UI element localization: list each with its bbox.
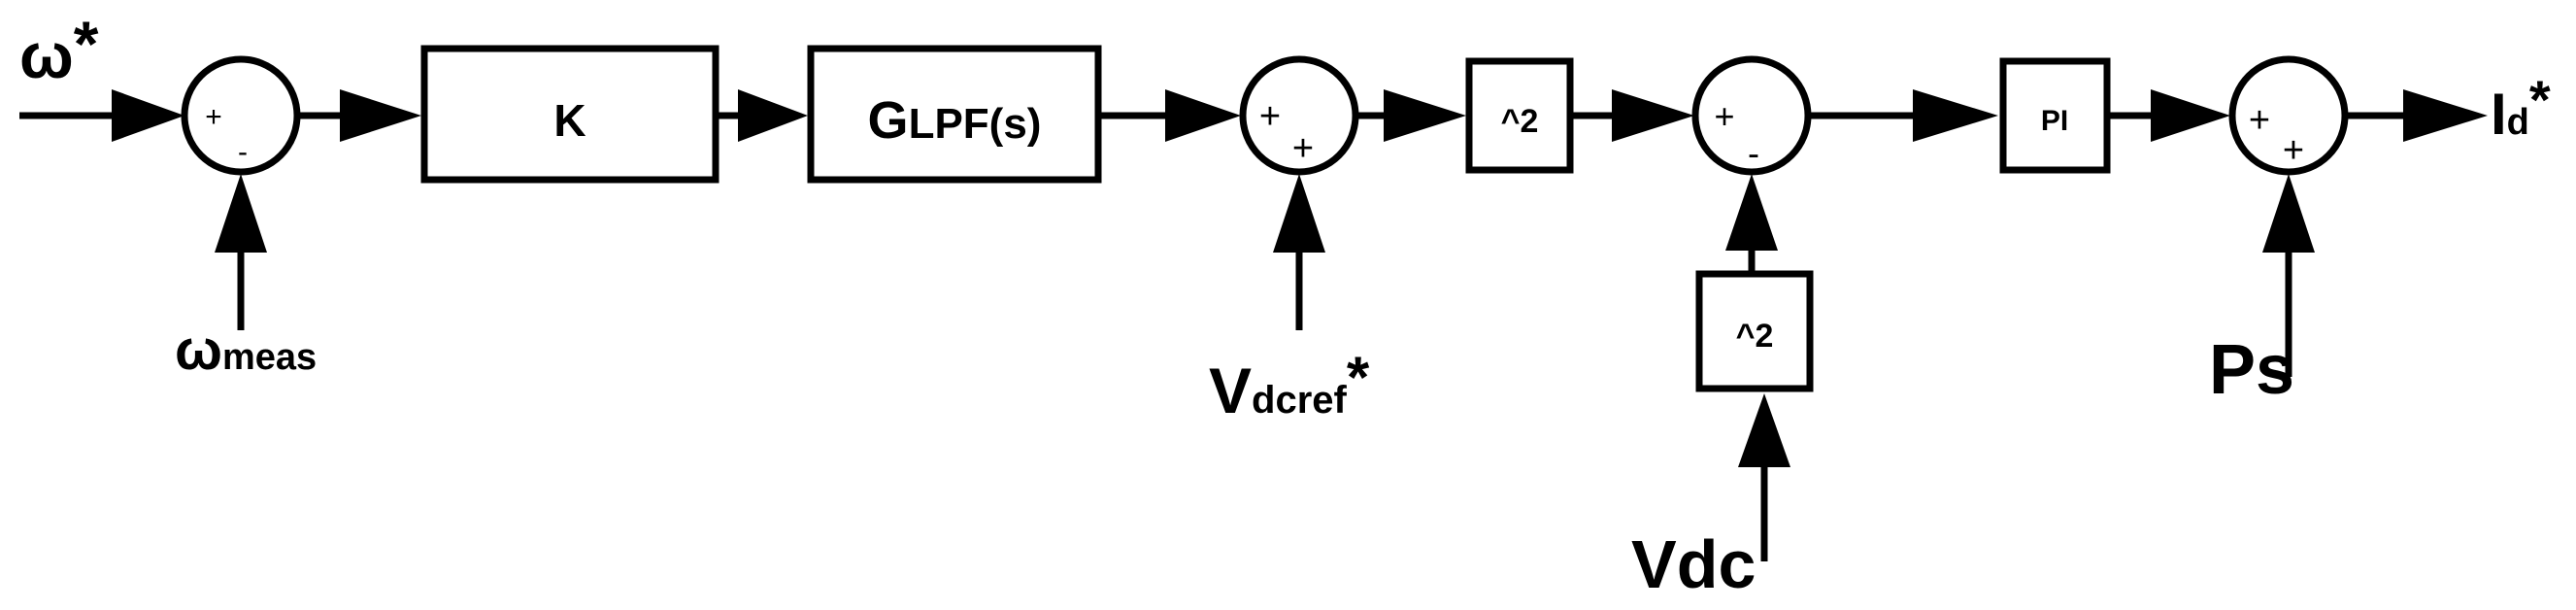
sum1-top-sign: +	[205, 101, 222, 133]
omega-ref-symbol: ω	[19, 19, 74, 91]
arrow-sum3-to-pi	[1913, 89, 1998, 142]
sum4-top-sign: +	[2249, 100, 2270, 141]
vdcref-star: *	[1347, 345, 1370, 410]
square-block-2: ^2	[1695, 270, 1814, 392]
square-block-1-label: ^2	[1501, 103, 1539, 140]
vdcref-subscript: dcref	[1252, 379, 1347, 422]
vdcref-label: Vdcref*	[1209, 345, 1370, 426]
arrow-pi-to-sum4	[2151, 89, 2230, 142]
arrow-omega-meas-to-sum1	[215, 174, 267, 253]
lpf-block: GLPF(s)	[807, 45, 1102, 184]
vdcref-symbol: V	[1209, 355, 1252, 426]
summing-junction-2: + +	[1239, 55, 1359, 176]
gain-block-label: K	[553, 95, 585, 146]
summing-junction-3: + -	[1691, 55, 1812, 176]
omega-meas-label: ωmeas	[175, 319, 317, 382]
sum3-top-sign: +	[1714, 96, 1734, 136]
omega-meas-subscript: meas	[222, 337, 317, 378]
output-id-label: Id*	[2491, 69, 2551, 147]
omega-ref-star: *	[74, 8, 99, 80]
arrow-input-to-sum1	[112, 89, 184, 142]
arrow-vdcref-to-sum2	[1273, 174, 1325, 253]
vdc-label: Vdc	[1631, 526, 1756, 602]
ps-label: Ps	[2209, 331, 2294, 409]
arrow-square1-to-sum3	[1612, 89, 1694, 142]
summing-junction-4: + +	[2228, 55, 2349, 176]
gain-block: K	[420, 45, 719, 184]
lpf-block-label: GLPF(s)	[868, 91, 1042, 150]
lpf-block-rest: LPF(s)	[909, 100, 1042, 148]
arrow-ps-to-sum4	[2262, 174, 2315, 253]
arrow-gain-to-lpf	[738, 89, 808, 142]
sum1-bottom-sign: -	[238, 136, 248, 168]
pi-block: PI	[1999, 57, 2111, 174]
lpf-block-main: G	[868, 91, 909, 150]
square-block-2-label: ^2	[1736, 318, 1774, 355]
omega-meas-symbol: ω	[175, 319, 222, 382]
summing-junction-1: + -	[181, 55, 301, 176]
square-block-1: ^2	[1465, 57, 1574, 174]
arrow-square2-to-sum3	[1725, 174, 1778, 251]
output-id-star: *	[2529, 69, 2551, 130]
pi-block-label: PI	[2041, 105, 2068, 137]
arrow-sum4-to-output	[2403, 89, 2488, 142]
sum2-top-sign: +	[1259, 96, 1281, 137]
arrow-sum2-to-square1	[1384, 89, 1466, 142]
arrow-sum1-to-gain	[340, 89, 421, 142]
output-id-symbol: I	[2491, 82, 2507, 147]
arrow-lpf-to-sum2	[1165, 89, 1241, 142]
sum2-bottom-sign: +	[1292, 128, 1314, 169]
sum3-bottom-sign: -	[1748, 133, 1759, 173]
output-id-subscript: d	[2507, 102, 2529, 143]
omega-ref-label: ω*	[19, 8, 99, 91]
arrow-vdc-to-square2	[1738, 393, 1790, 467]
sum4-bottom-sign: +	[2283, 130, 2304, 171]
